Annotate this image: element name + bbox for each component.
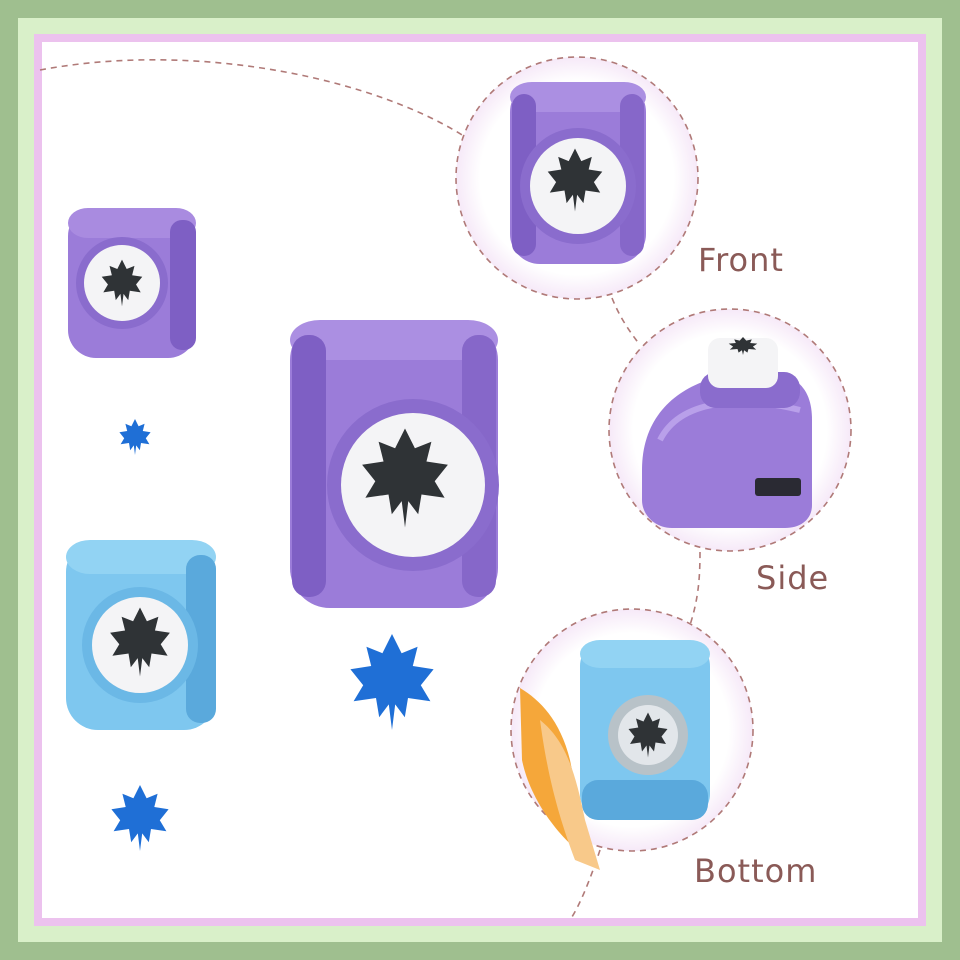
bottom-view-punch bbox=[520, 640, 710, 870]
blue-punch bbox=[66, 540, 216, 730]
side-label: Side bbox=[756, 559, 830, 597]
front-view-punch bbox=[510, 82, 646, 264]
small-purple-punch bbox=[68, 208, 196, 358]
dashed-connectors bbox=[39, 59, 701, 921]
bottom-label: Bottom bbox=[694, 852, 818, 890]
large-purple-punch bbox=[290, 320, 499, 608]
front-label: Front bbox=[698, 241, 784, 279]
side-view-punch bbox=[642, 337, 812, 528]
